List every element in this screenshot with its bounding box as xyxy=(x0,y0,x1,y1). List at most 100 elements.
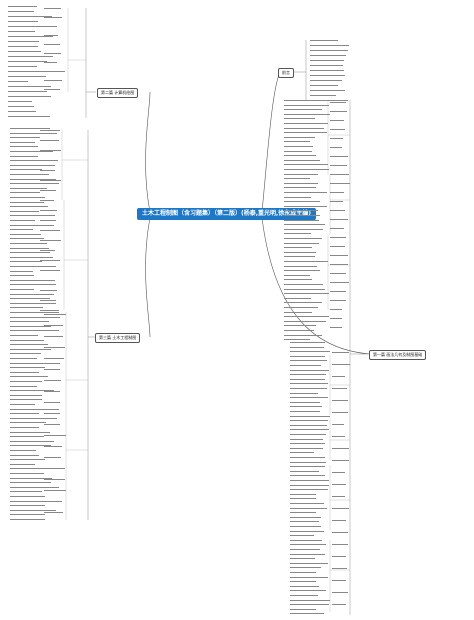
trunk-ch3 xyxy=(87,130,96,520)
leaf-node xyxy=(284,118,316,120)
leaf-node xyxy=(284,261,329,262)
leaf-node xyxy=(290,562,328,564)
leaf-node xyxy=(284,330,314,331)
leaf-node xyxy=(10,385,37,387)
leaf-node xyxy=(8,106,35,107)
leaf-node xyxy=(8,116,50,117)
leaf-node xyxy=(10,220,36,221)
leaf-node xyxy=(332,604,346,605)
leaf-node xyxy=(10,445,51,447)
leaf-node xyxy=(284,164,328,166)
leaf-node xyxy=(284,219,320,221)
leaf-node xyxy=(44,369,61,370)
leaf-node xyxy=(44,8,61,9)
leaf-node xyxy=(290,470,319,472)
leaf-node xyxy=(40,140,59,141)
leaf-node xyxy=(290,516,321,518)
leaf-node xyxy=(290,452,315,454)
leaf-node xyxy=(332,520,346,521)
leaf-node xyxy=(10,417,58,419)
root-topic[interactable]: 土木工程制图（含习题集）（第二版）(杨泰,重光明,徐永成主编) xyxy=(137,208,317,220)
leaf-node xyxy=(44,35,59,36)
leaf-node xyxy=(8,6,37,7)
leaf-node xyxy=(44,26,58,27)
leaf-node xyxy=(284,104,329,106)
sub-ch1-b xyxy=(329,175,350,235)
leaf-node xyxy=(10,477,52,479)
leaf-node xyxy=(310,85,338,86)
leaf-node xyxy=(10,468,62,470)
leaf-node xyxy=(10,187,47,189)
leaf-node xyxy=(10,197,45,198)
leaf-node xyxy=(284,150,313,152)
leaf-node xyxy=(8,21,38,22)
leaf-node xyxy=(284,201,320,203)
leaf-node xyxy=(10,509,57,511)
leaf-node xyxy=(10,201,45,203)
leaf-node xyxy=(10,427,40,428)
leaf-node xyxy=(10,519,45,520)
leaf-node xyxy=(284,132,327,134)
sub-ch1-c xyxy=(327,235,350,310)
leaf-node xyxy=(290,447,323,449)
leaf-node xyxy=(10,413,40,415)
leaf-node xyxy=(284,238,322,239)
leaf-node xyxy=(290,572,317,573)
leaf-node xyxy=(332,472,345,473)
leaf-node xyxy=(10,169,42,171)
leaf-node xyxy=(290,461,326,463)
leaf-node xyxy=(10,293,54,295)
leaf-node xyxy=(332,484,346,485)
leaf-node xyxy=(10,312,59,313)
leaf-node xyxy=(310,75,346,76)
leaf-node xyxy=(10,367,46,369)
leaf-node xyxy=(284,334,322,336)
sub-ch1-e xyxy=(329,420,350,460)
leaf-node xyxy=(330,291,346,292)
leaf-node xyxy=(330,165,347,166)
leaf-node xyxy=(332,436,346,437)
leaf-node xyxy=(330,228,345,229)
leaf-node xyxy=(10,151,54,152)
leaf-node xyxy=(310,60,345,61)
leaf-node xyxy=(44,402,60,403)
branch-chapter1[interactable]: 第一篇 画法几何及制图基础 xyxy=(369,350,427,360)
leaf-node xyxy=(10,505,45,507)
leaf-node xyxy=(10,243,48,244)
branch-chapter2[interactable]: 第二篇 计算机绘图 xyxy=(97,88,139,98)
leaf-node xyxy=(10,174,50,175)
leaf-node xyxy=(284,297,311,299)
leaf-node xyxy=(284,316,329,318)
leaf-node xyxy=(290,415,330,417)
leaf-node xyxy=(290,346,325,348)
leaf-node xyxy=(290,507,327,509)
leaf-node xyxy=(290,613,325,615)
leaf-node xyxy=(284,284,323,285)
leaf-node xyxy=(290,549,321,550)
leaf-node xyxy=(10,344,48,346)
leaf-node xyxy=(332,400,348,401)
leaf-node xyxy=(284,127,325,129)
leaf-node xyxy=(284,228,324,230)
trunk-preface xyxy=(294,40,307,100)
leaf-node xyxy=(310,80,343,81)
leaf-node xyxy=(284,173,319,175)
leaf-node xyxy=(330,255,348,256)
branch-chapter3[interactable]: 第三篇 土木工程制图 xyxy=(95,333,141,343)
leaf-node xyxy=(290,544,326,546)
leaf-node xyxy=(290,429,329,431)
leaf-node xyxy=(10,298,50,300)
leaf-node xyxy=(44,62,57,63)
leaf-node xyxy=(332,556,346,557)
leaf-node xyxy=(284,141,311,143)
leaf-node xyxy=(8,36,53,37)
leaf-node xyxy=(332,424,345,425)
leaf-node xyxy=(330,156,349,157)
leaf-node xyxy=(44,80,62,81)
branch-preface[interactable]: 前言 xyxy=(278,68,294,78)
leaf-node xyxy=(10,252,51,254)
leaf-node xyxy=(8,86,52,87)
leaf-node xyxy=(10,160,42,162)
leaf-node xyxy=(44,17,62,18)
leaf-node xyxy=(8,16,53,17)
